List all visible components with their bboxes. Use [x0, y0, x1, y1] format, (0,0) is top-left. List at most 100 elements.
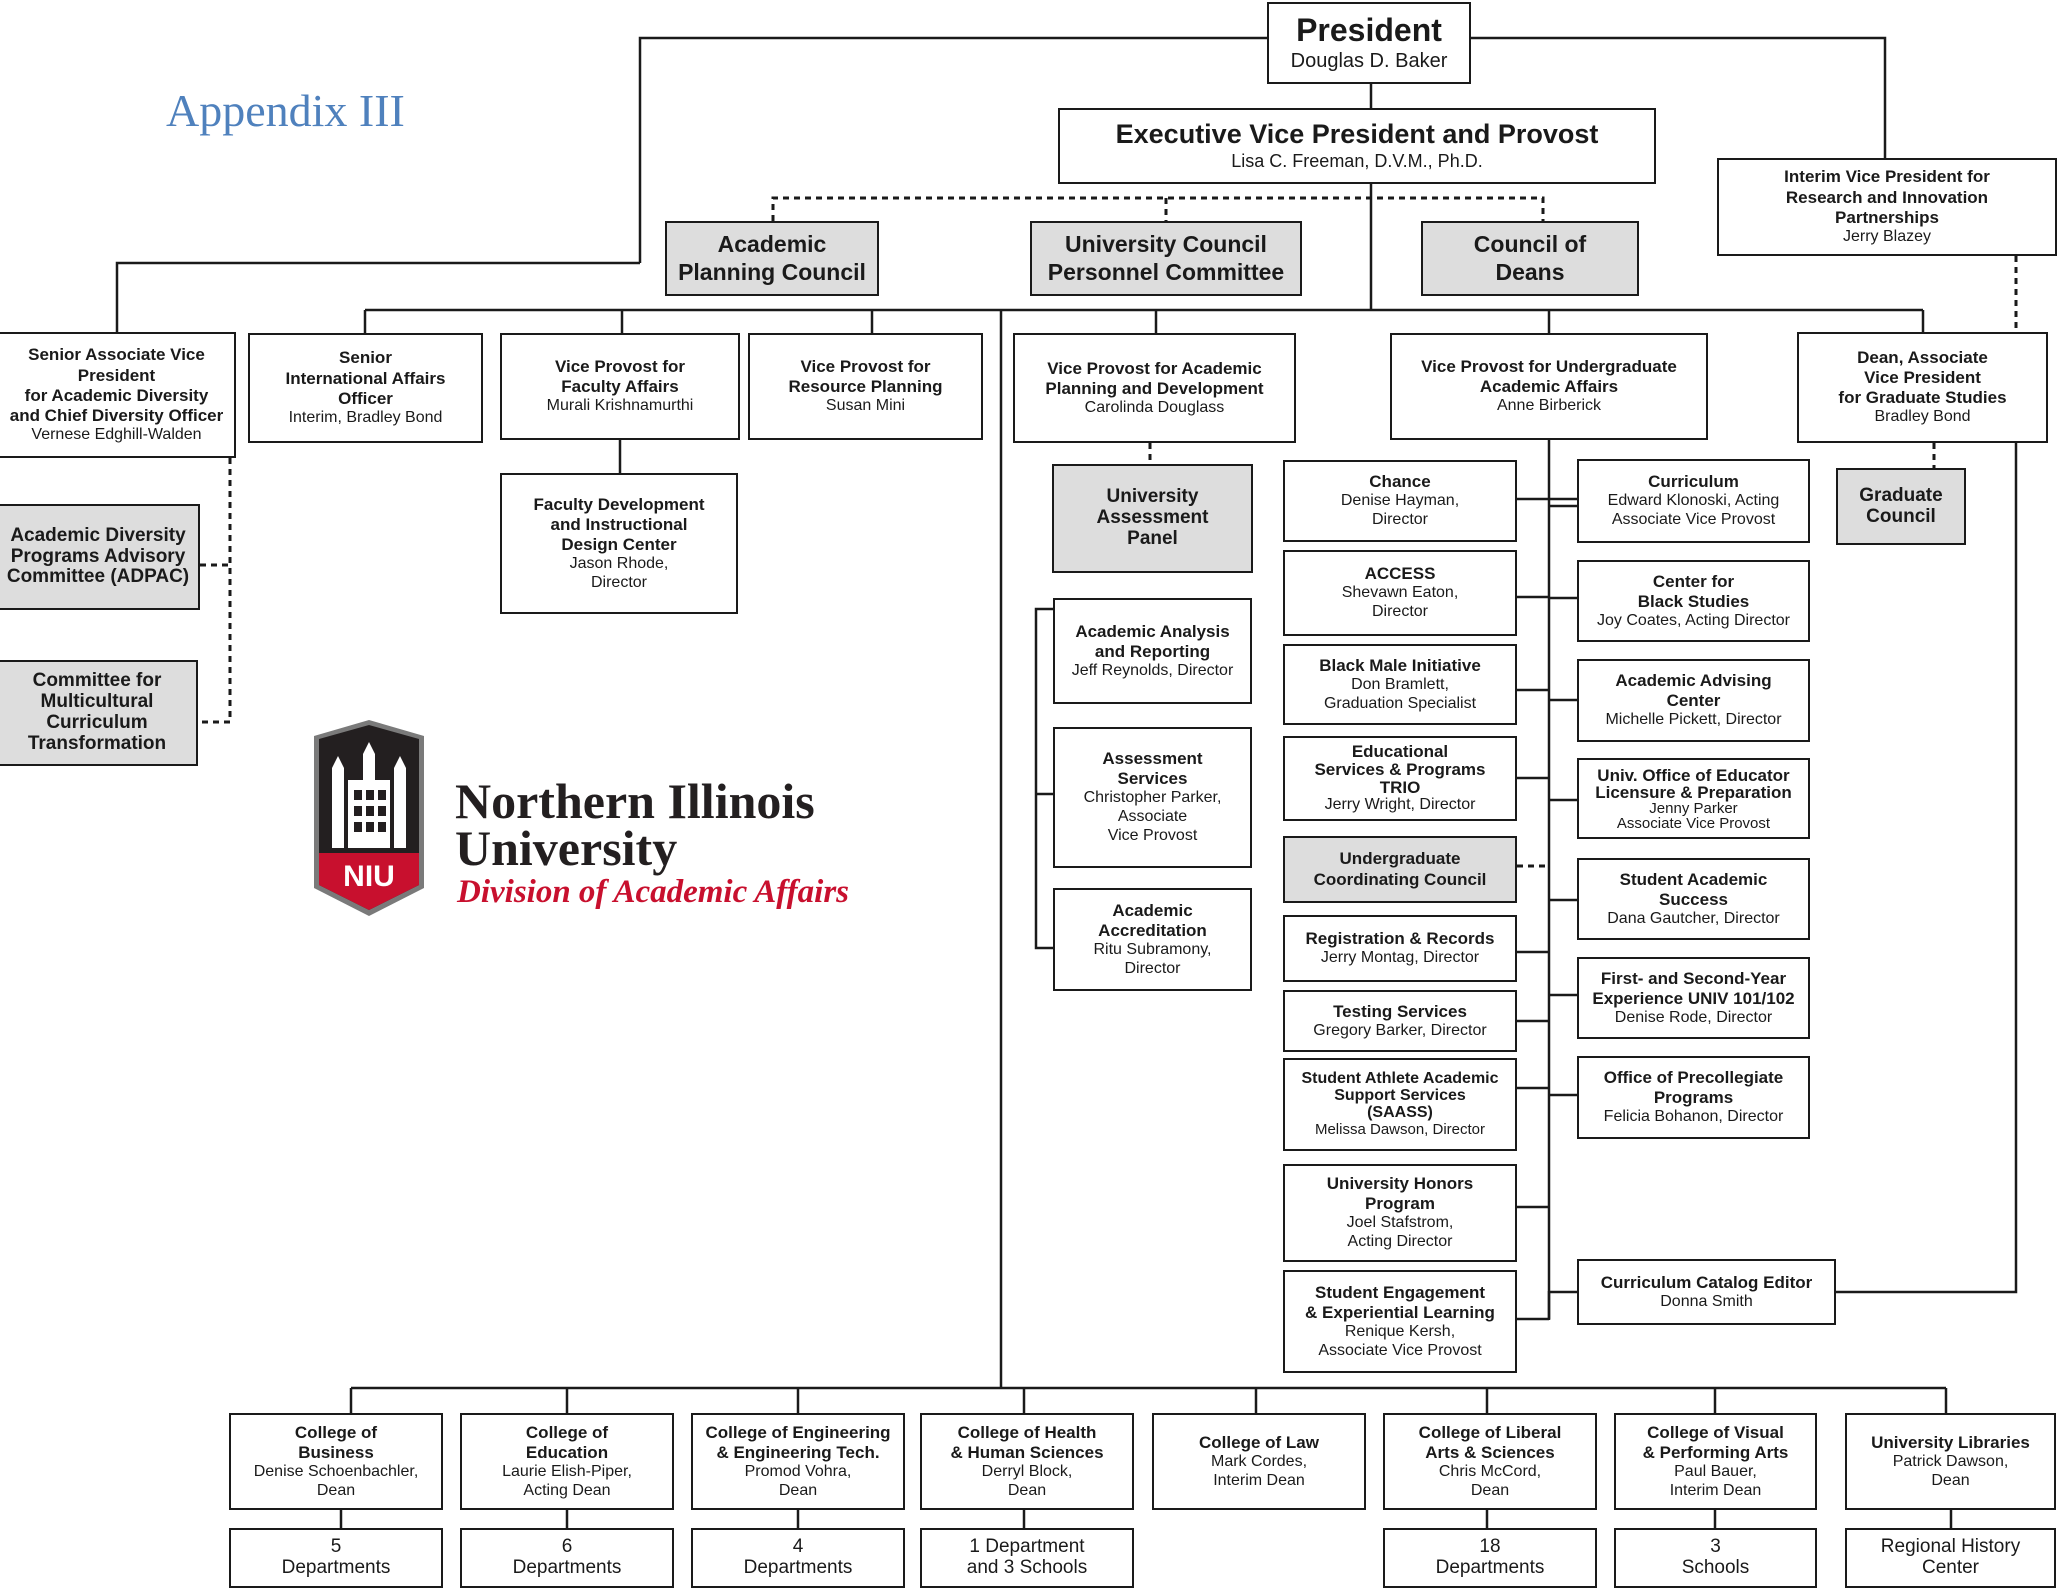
faculty-development-name: Jason Rhode, Director [569, 554, 669, 591]
unit-name: Denise Hayman, Director [1340, 492, 1460, 529]
resource-planning-title: Vice Provost for Resource Planning [788, 357, 943, 397]
black-studies-box: Center for Black Studies Joy Coates, Act… [1577, 560, 1810, 642]
honors-program-box: University Honors Program Joel Stafstrom… [1283, 1164, 1517, 1262]
personnel-committee-label: University Council Personnel Committee [1047, 231, 1285, 285]
graduate-dean-name: Bradley Bond [1874, 408, 1971, 426]
provost-title: Executive Vice President and Provost [1115, 119, 1599, 150]
college-dean: Mark Cordes, Interim Dean [1210, 1452, 1308, 1489]
college-sub-label: 3 Schools [1681, 1536, 1750, 1578]
president-name: Douglas D. Baker [1290, 50, 1448, 73]
academic-planning-vp-box: Vice Provost for Academic Planning and D… [1013, 333, 1296, 443]
college-liberal-arts-box: College of Liberal Arts & Sciences Chris… [1383, 1413, 1597, 1510]
graduate-dean-box: Dean, Associate Vice President for Gradu… [1797, 332, 2048, 443]
college-health-box: College of Health & Human Sciences Derry… [920, 1413, 1134, 1510]
registration-records-box: Registration & Records Jerry Montag, Dir… [1283, 915, 1517, 982]
niu-badge-text: NIU [343, 860, 395, 893]
catalog-editor-box: Curriculum Catalog Editor Donna Smith [1577, 1259, 1836, 1325]
diversity-vp-title: Senior Associate Vice President for Acad… [9, 345, 224, 425]
council-of-deans: Council of Deans [1421, 221, 1639, 296]
provost-name: Lisa C. Freeman, D.V.M., Ph.D. [1231, 151, 1483, 172]
unit-title: Center for Black Studies [1637, 571, 1750, 611]
access-box: ACCESS Shevawn Eaton, Director [1283, 550, 1517, 636]
unit-name: Denise Rode, Director [1614, 1008, 1773, 1026]
college-dean: Derryl Block, Dean [981, 1462, 1073, 1499]
assessment-services-name: Christopher Parker, Associate Vice Provo… [1083, 789, 1222, 844]
college-title: College of Liberal Arts & Sciences [1418, 1422, 1562, 1462]
college-dean: Patrick Dawson, Dean [1892, 1452, 2009, 1489]
graduate-dean-title: Dean, Associate Vice President for Gradu… [1838, 347, 2007, 408]
division-name: Division of Academic Affairs [457, 874, 850, 910]
undergrad-vp-box: Vice Provost for Undergraduate Academic … [1390, 333, 1708, 440]
accreditation-name: Ritu Subramony, Director [1093, 940, 1212, 977]
unit-name: Felicia Bohanon, Director [1603, 1108, 1784, 1126]
resource-planning-name: Susan Mini [825, 397, 906, 415]
unit-title: Curriculum Catalog Editor [1600, 1272, 1813, 1292]
research-vp-box: Interim Vice President for Research and … [1717, 158, 2057, 256]
accreditation-box: Academic Accreditation Ritu Subramony, D… [1053, 888, 1252, 991]
academic-planning-vp-title: Vice Provost for Academic Planning and D… [1045, 358, 1264, 398]
faculty-affairs-name: Murali Krishnamurthi [546, 397, 694, 415]
graduate-council-box: Graduate Council [1836, 468, 1966, 545]
faculty-development-title: Faculty Development and Instructional De… [533, 494, 705, 554]
council-of-deans-label: Council of Deans [1473, 231, 1587, 285]
solid-connectors [115, 36, 2018, 1528]
precollegiate-box: Office of Precollegiate Programs Felicia… [1577, 1056, 1810, 1139]
academic-planning-council: Academic Planning Council [665, 221, 879, 296]
college-dean: Promod Vohra, Dean [744, 1462, 852, 1499]
visual-arts-schools-box: 3 Schools [1614, 1528, 1817, 1588]
educator-licensure-box: Univ. Office of Educator Licensure & Pre… [1577, 758, 1810, 839]
trio-box: Educational Services & Programs TRIO Jer… [1283, 736, 1517, 821]
personnel-committee: University Council Personnel Committee [1030, 221, 1302, 296]
unit-name: Donna Smith [1660, 1292, 1753, 1310]
college-sub-label: 6 Departments [512, 1536, 622, 1578]
multicultural-committee-label: Committee for Multicultural Curriculum T… [27, 670, 167, 754]
chance-box: Chance Denise Hayman, Director [1283, 460, 1517, 542]
college-title: College of Education [525, 1422, 609, 1462]
unit-title: First- and Second-Year Experience UNIV 1… [1592, 968, 1795, 1008]
adpac-box: Academic Diversity Programs Advisory Com… [0, 504, 200, 610]
black-male-initiative-box: Black Male Initiative Don Bramlett, Grad… [1283, 644, 1517, 725]
research-vp-name: Jerry Blazey [1842, 227, 1932, 245]
faculty-affairs-title: Vice Provost for Faculty Affairs [554, 357, 686, 397]
faculty-affairs-box: Vice Provost for Faculty Affairs Murali … [500, 333, 740, 440]
unit-title: Testing Services [1333, 1001, 1467, 1021]
unit-name: Shevawn Eaton, Director [1341, 584, 1459, 621]
unit-title: Academic Advising Center [1615, 671, 1772, 711]
education-departments-box: 6 Departments [460, 1528, 674, 1588]
academic-advising-box: Academic Advising Center Michelle Picket… [1577, 659, 1810, 742]
unit-title: Office of Precollegiate Programs [1603, 1068, 1784, 1108]
unit-title: Student Athlete Academic Support Service… [1301, 1070, 1499, 1122]
unit-title: Student Academic Success [1619, 869, 1768, 909]
assessment-panel-label: University Assessment Panel [1096, 486, 1209, 549]
college-sub-label: Regional History Center [1880, 1536, 2021, 1578]
faculty-development-box: Faculty Development and Instructional De… [500, 473, 738, 614]
unit-name: Joy Coates, Acting Director [1597, 611, 1790, 629]
assessment-panel-box: University Assessment Panel [1052, 464, 1253, 573]
multicultural-committee-box: Committee for Multicultural Curriculum T… [0, 660, 198, 766]
college-dean: Paul Bauer, Interim Dean [1669, 1462, 1762, 1499]
college-sub-label: 18 Departments [1435, 1536, 1545, 1578]
diversity-vp-name: Vernese Edghill-Walden [31, 425, 202, 443]
unit-title: Univ. Office of Educator Licensure & Pre… [1595, 765, 1792, 802]
resource-planning-box: Vice Provost for Resource Planning Susan… [748, 333, 983, 440]
unit-name: Edward Klonoski, Acting Associate Vice P… [1607, 492, 1780, 529]
college-title: University Libraries [1871, 1432, 2030, 1452]
unit-title: ACCESS [1364, 564, 1436, 584]
college-title: College of Health & Human Sciences [950, 1422, 1104, 1462]
unit-title: Registration & Records [1305, 929, 1495, 949]
accreditation-title: Academic Accreditation [1098, 900, 1207, 940]
unit-name: Melissa Dawson, Director [1314, 1120, 1486, 1138]
research-vp-title: Interim Vice President for Research and … [1784, 167, 1990, 227]
international-affairs-box: Senior International Affairs Officer Int… [248, 333, 483, 443]
graduate-council-label: Graduate Council [1859, 484, 1943, 527]
unit-title: Curriculum [1648, 472, 1739, 492]
unit-name: Jerry Montag, Director [1320, 949, 1480, 967]
academic-analysis-box: Academic Analysis and Reporting Jeff Rey… [1053, 598, 1252, 704]
college-title: College of Engineering & Engineering Tec… [705, 1422, 891, 1462]
academic-planning-vp-name: Carolinda Douglass [1084, 398, 1225, 416]
undergrad-coordinating-council-box: Undergraduate Coordinating Council [1283, 836, 1517, 903]
international-affairs-title: Senior International Affairs Officer [285, 348, 446, 408]
health-departments-box: 1 Department and 3 Schools [920, 1528, 1134, 1588]
college-visual-arts-box: College of Visual & Performing Arts Paul… [1614, 1413, 1817, 1510]
college-engineering-box: College of Engineering & Engineering Tec… [691, 1413, 905, 1510]
